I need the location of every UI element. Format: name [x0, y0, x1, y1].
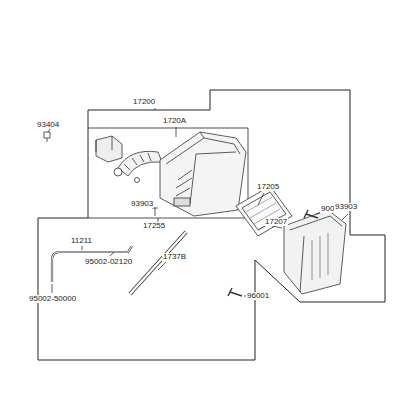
bolt	[304, 210, 318, 218]
callout-number: 17205	[256, 183, 280, 191]
callout-number: 17255	[142, 222, 166, 230]
housing-edge	[166, 132, 240, 204]
callout-number: 1720A	[162, 117, 187, 125]
callout-number: 95002-50000	[28, 295, 77, 303]
leader-line	[48, 108, 348, 296]
callout-number: 1737B	[162, 253, 187, 261]
subgroup-outline	[88, 128, 248, 218]
drain	[174, 198, 190, 206]
callout-number: 93903	[334, 203, 358, 211]
callout-number: 93903	[130, 200, 154, 208]
callout-number: 17207	[264, 218, 288, 226]
callout-number: 17200	[132, 98, 156, 106]
clamp	[114, 168, 122, 176]
group-outline	[38, 90, 385, 360]
drain-hose-inner	[130, 232, 186, 294]
intake-snorkel	[96, 136, 122, 162]
cover-ribs	[312, 233, 328, 280]
callout-number: 95002-02120	[84, 258, 133, 266]
cover-edge	[290, 216, 342, 292]
callout-number: 11211	[70, 237, 93, 245]
drain-hose	[130, 232, 186, 294]
filter-housing	[160, 132, 246, 216]
housing-ribs	[176, 170, 192, 196]
clamp	[135, 178, 140, 183]
callout-number: 93404	[36, 121, 60, 129]
screw	[152, 208, 158, 216]
callout-number: 96001	[246, 292, 270, 300]
bolt	[228, 288, 242, 296]
filter-cover	[284, 210, 346, 294]
intake-duct	[118, 151, 162, 176]
duct-ribs	[124, 153, 151, 170]
clip	[44, 132, 50, 142]
intake-edge	[96, 136, 112, 152]
